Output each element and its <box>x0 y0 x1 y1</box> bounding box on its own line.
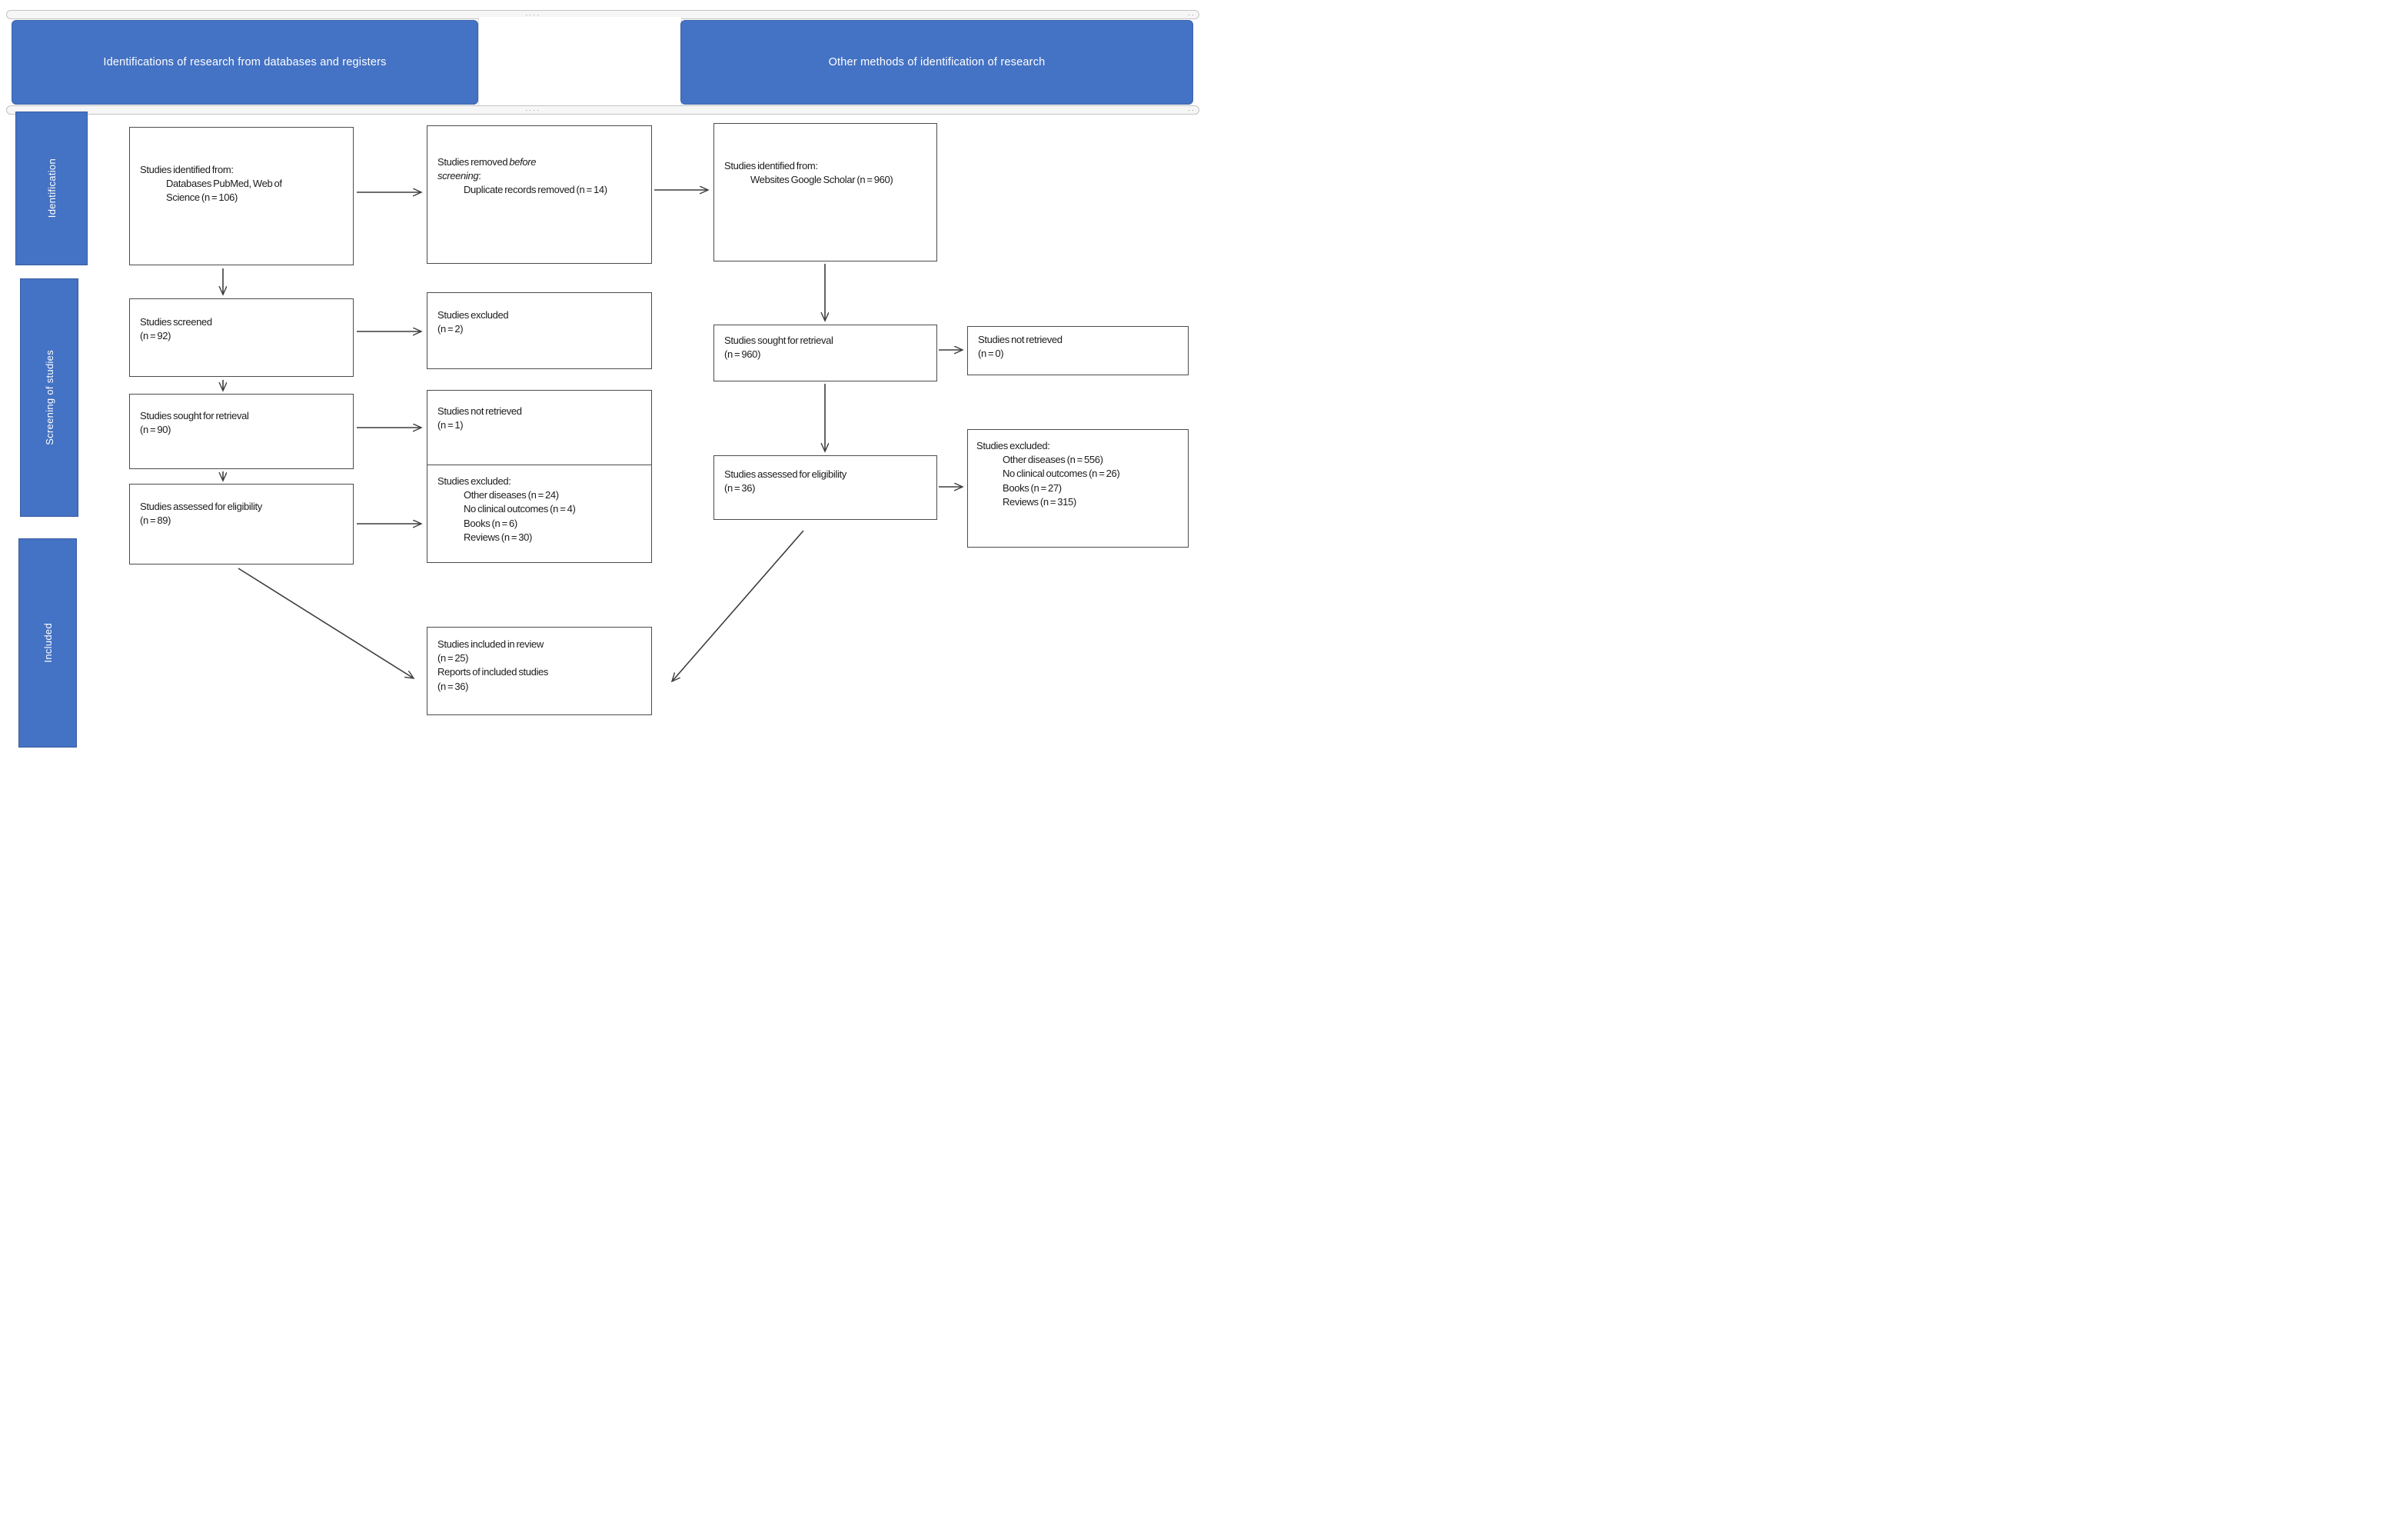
box-label: Studies not retrieved <box>437 405 522 417</box>
box-excluded-databases[interactable]: Studies excluded: Other diseases (n = 24… <box>427 465 652 563</box>
included-line: (n = 25) <box>437 652 469 664</box>
prisma-flow-diagram: ···· ·· ···· ·· Identifications of resea… <box>0 0 1204 761</box>
drag-handle-icon[interactable]: ·· <box>1188 106 1196 114</box>
box-detail: Duplicate records removed (n = 14) <box>464 184 607 196</box>
box-count: (n = 960) <box>724 348 761 361</box>
drag-handle-icon[interactable]: ·· <box>1188 11 1196 18</box>
box-detail: Databases PubMed, Web of Science (n = 10… <box>166 178 282 204</box>
box-removed-before-screening[interactable]: Studies removed before screening: Duplic… <box>427 125 652 264</box>
excluded-item: No clinical outcomes (n = 26) <box>1003 468 1120 480</box>
banner-label: Other methods of identification of resea… <box>828 56 1046 68</box>
box-included-in-review[interactable]: Studies included in review (n = 25) Repo… <box>427 627 652 715</box>
drag-handle-icon[interactable]: ···· <box>525 11 541 18</box>
box-sought-databases[interactable]: Studies sought for retrieval (n = 90) <box>129 394 354 469</box>
box-label: Studies identified from: <box>140 164 234 175</box>
box-label: Studies removed before screening: <box>437 156 537 182</box>
box-identified-databases[interactable]: Studies identified from: Databases PubMe… <box>129 127 354 265</box>
box-count: (n = 1) <box>437 419 464 431</box>
box-screened[interactable]: Studies screened (n = 92) <box>129 298 354 377</box>
box-label: Studies screened <box>140 316 212 328</box>
box-count: (n = 36) <box>724 482 756 495</box>
box-label: Studies sought for retrieval <box>140 410 249 421</box>
box-label: Studies excluded <box>437 309 509 321</box>
box-label: Studies excluded: <box>437 475 511 487</box>
box-not-retrieved-other[interactable]: Studies not retrieved (n = 0) <box>967 326 1189 375</box>
banner-gap <box>478 17 682 108</box>
box-excluded-screening[interactable]: Studies excluded (n = 2) <box>427 292 652 369</box>
arrow-assessed-to-included <box>238 568 414 678</box>
box-count: (n = 0) <box>978 348 1004 360</box>
excluded-item: No clinical outcomes (n = 4) <box>464 503 576 515</box>
excluded-item: Other diseases (n = 24) <box>464 489 559 501</box>
selection-rail-bottom[interactable]: ···· ·· <box>6 105 1199 115</box>
stage-identification[interactable]: Identification <box>15 112 88 265</box>
excluded-item: Books (n = 27) <box>1003 481 1062 494</box>
included-line: Reports of included studies <box>437 666 549 678</box>
excluded-item: Reviews (n = 315) <box>1003 495 1076 508</box>
drag-handle-icon[interactable]: ···· <box>525 106 541 114</box>
box-label: Studies sought for retrieval <box>724 335 833 346</box>
box-count: (n = 92) <box>140 330 171 342</box>
box-identified-other[interactable]: Studies identified from: Websites Google… <box>713 123 937 261</box>
stage-label: Screening of studies <box>43 350 55 445</box>
box-count: (n = 89) <box>140 515 171 527</box>
box-detail: Websites Google Scholar (n = 960) <box>750 174 893 186</box>
stage-label: Identification <box>45 158 58 218</box>
arrow-assessed-other-to-included <box>672 530 804 681</box>
excluded-item: Reviews (n = 30) <box>464 531 533 543</box>
box-label: Studies identified from: <box>724 160 818 172</box>
excluded-item: Books (n = 6) <box>464 517 517 529</box>
box-label: Studies assessed for eligibility <box>140 501 262 512</box>
box-not-retrieved-databases[interactable]: Studies not retrieved (n = 1) <box>427 390 652 465</box>
included-line: Studies included in review <box>437 638 544 650</box>
box-assessed-other[interactable]: Studies assessed for eligibility (n = 36… <box>713 455 937 520</box>
banner-label: Identifications of research from databas… <box>103 56 387 68</box>
box-excluded-other[interactable]: Studies excluded: Other diseases (n = 55… <box>967 429 1189 548</box>
banner-other-methods[interactable]: Other methods of identification of resea… <box>680 20 1193 105</box>
box-assessed-databases[interactable]: Studies assessed for eligibility (n = 89… <box>129 484 354 565</box>
box-sought-other[interactable]: Studies sought for retrieval (n = 960) <box>713 325 937 381</box>
italic-text: before screening <box>437 156 537 182</box>
box-label: Studies excluded: <box>976 440 1050 451</box>
box-label: Studies assessed for eligibility <box>724 468 846 480</box>
stage-included[interactable]: Included <box>18 538 77 748</box>
box-label: Studies not retrieved <box>978 334 1063 345</box>
banner-databases-registers[interactable]: Identifications of research from databas… <box>12 20 478 105</box>
stage-screening[interactable]: Screening of studies <box>20 278 78 517</box>
box-count: (n = 90) <box>140 424 171 436</box>
included-line: (n = 36) <box>437 680 469 692</box>
box-count: (n = 2) <box>437 323 464 335</box>
excluded-item: Other diseases (n = 556) <box>1003 454 1103 466</box>
stage-label: Included <box>42 623 54 663</box>
